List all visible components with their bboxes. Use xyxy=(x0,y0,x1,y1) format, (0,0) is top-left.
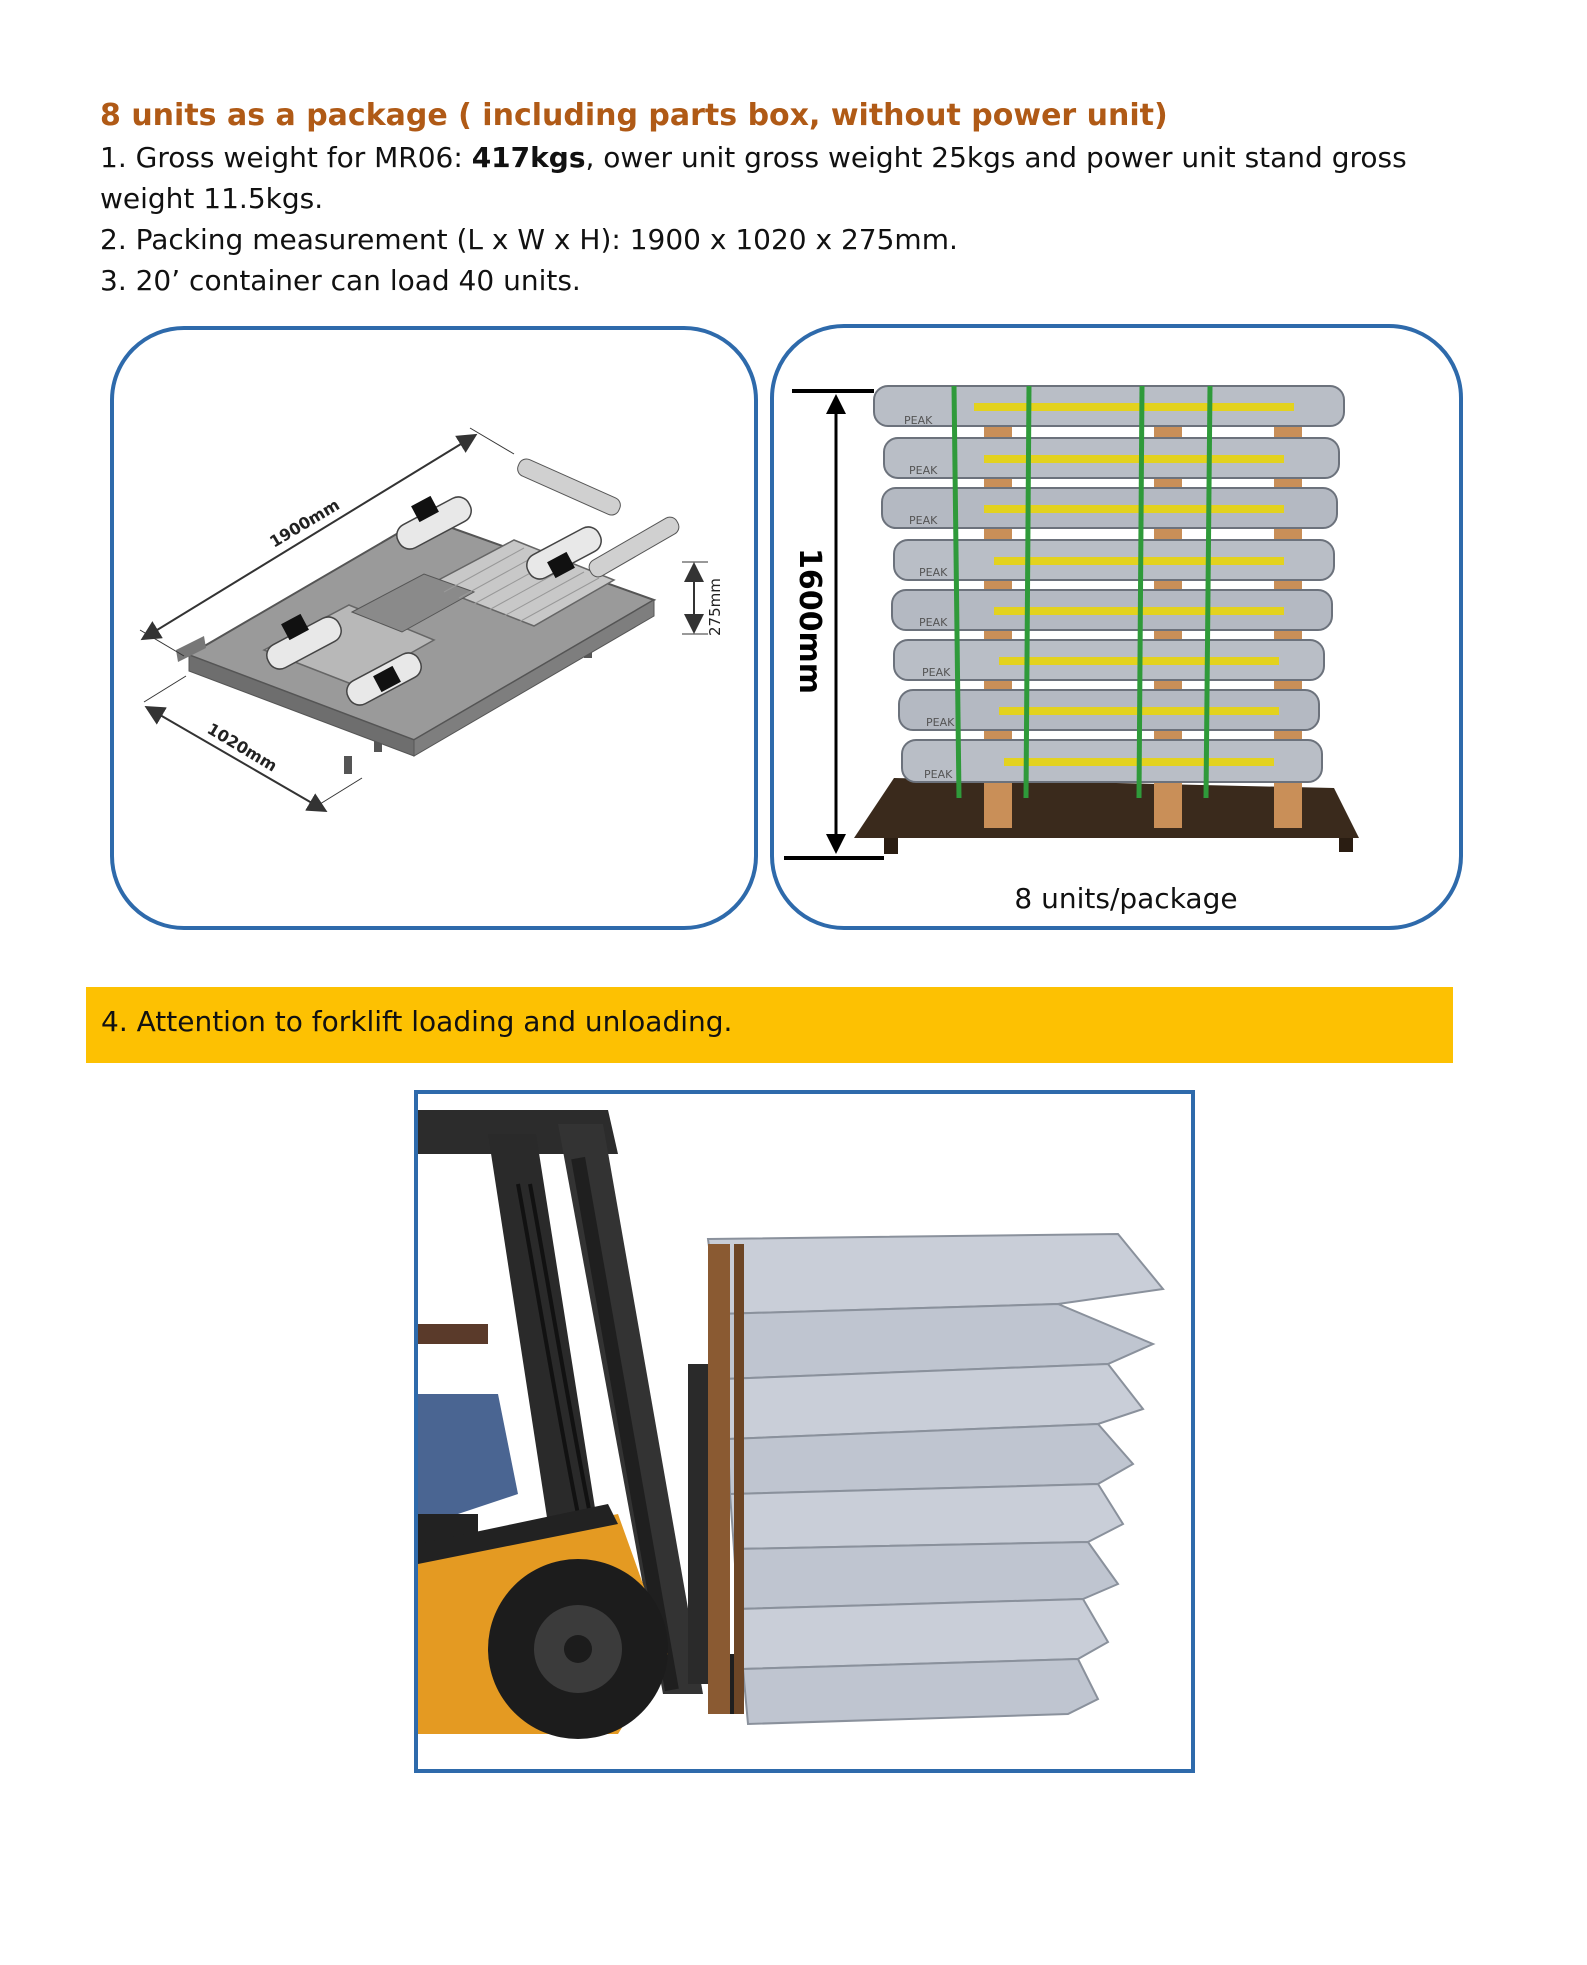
lift-dimension-drawing: 1900mm 1020mm 275mm xyxy=(139,427,724,813)
svg-text:PEAK: PEAK xyxy=(924,768,953,781)
forklift-illustration xyxy=(418,1110,1165,1739)
forklift-photo xyxy=(414,1090,1195,1773)
package-heading: 8 units as a package ( including parts b… xyxy=(100,98,1168,133)
svg-text:PEAK: PEAK xyxy=(904,414,933,427)
svg-text:PEAK: PEAK xyxy=(909,514,938,527)
spec-line-2: 2. Packing measurement (L x W x H): 1900… xyxy=(100,223,958,256)
height-dimension-label: 275mm xyxy=(706,578,724,636)
svg-text:PEAK: PEAK xyxy=(922,666,951,679)
package-stack-frame: 1600mm xyxy=(770,324,1463,930)
package-caption: 8 units/package xyxy=(1014,882,1237,915)
svg-text:PEAK: PEAK xyxy=(926,716,955,729)
svg-text:PEAK: PEAK xyxy=(919,566,948,579)
spec-line-3: 3. 20’ container can load 40 units. xyxy=(100,264,581,297)
svg-text:PEAK: PEAK xyxy=(919,616,948,629)
svg-text:PEAK: PEAK xyxy=(909,464,938,477)
gross-weight-value: 417kgs xyxy=(471,141,586,174)
attention-text: 4. Attention to forklift loading and unl… xyxy=(101,1005,733,1038)
stack-height-label: 1600mm xyxy=(792,548,827,694)
package-stack-illustration: 1600mm xyxy=(784,385,1359,915)
spec-line-1: 1. Gross weight for MR06: 417kgs, ower u… xyxy=(100,141,1407,174)
spec-line-1-cont: weight 11.5kgs. xyxy=(100,182,324,215)
attention-banner: 4. Attention to forklift loading and unl… xyxy=(86,987,1453,1063)
lift-dimension-frame: 1900mm 1020mm 275mm xyxy=(110,326,758,930)
